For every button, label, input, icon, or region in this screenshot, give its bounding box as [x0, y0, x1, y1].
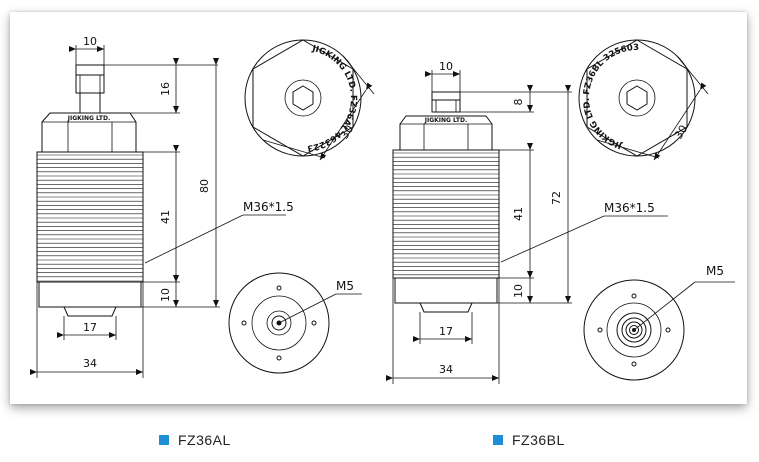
fz36bl-thread-lines	[393, 152, 499, 276]
fz36al-bottom-view: M5	[228, 272, 362, 374]
fz36al-dim-30: 30	[338, 123, 356, 142]
fz36al-side-view: JIGKING LTD.	[36, 64, 144, 317]
fz36bl-dim-10-lower: 10	[512, 284, 525, 298]
fz36bl-dim-41: 41	[512, 207, 525, 221]
legend-fz36al-label: FZ36AL	[178, 432, 231, 448]
fz36al-dim-16: 16	[159, 82, 172, 96]
fz36bl-bolt-label: M5	[706, 264, 724, 278]
fz36bl-dim-10-top: 10	[439, 60, 453, 73]
legend-square-icon	[493, 435, 503, 445]
fz36bl-bottom-view: M5	[583, 264, 735, 381]
fz36al-dim-10-lower: 10	[159, 288, 172, 302]
fz36al-bolt-label: M5	[336, 279, 354, 293]
fz36bl-thread-label: M36*1.5	[604, 201, 655, 215]
fz36al-dim-80: 80	[198, 179, 211, 193]
fz36bl-side-view: JIGKING LTD.	[392, 91, 500, 313]
legend-fz36bl-label: FZ36BL	[512, 432, 565, 448]
fz36bl-housing-text: JIGKING LTD.	[424, 117, 468, 124]
drawing-panel	[10, 12, 747, 404]
fz36bl-dim-17: 17	[439, 325, 453, 338]
fz36bl-face-ring-text: JIGKING LTD. FZ36BL 325603	[582, 43, 639, 151]
fz36al-thread-lines	[37, 154, 143, 282]
fz36al-dim-10-top: 10	[83, 35, 97, 48]
fz36al-dim-41: 41	[159, 210, 172, 224]
fz36al-top-view: JIGKING LTD. FZ36AL 463223 30	[244, 39, 375, 161]
fz36al-dim-34: 34	[83, 357, 97, 370]
fz36bl-dim-30: 30	[672, 123, 690, 142]
fz36al-thread-label: M36*1.5	[243, 200, 294, 214]
fz36bl-dim-72: 72	[550, 191, 563, 205]
legend-square-icon	[159, 435, 169, 445]
fz36al-dimensions: 10 16 80 41 10 17 34 M36*1.5	[30, 35, 294, 378]
fz36bl-top-view: JIGKING LTD. FZ36BL 325603 30	[578, 39, 709, 161]
fz36bl-dimensions: 10 8 72 41 10 17 34 M36*1.5	[386, 60, 668, 384]
fz36al-housing-text: JIGKING LTD.	[67, 115, 111, 122]
legend-fz36bl: FZ36BL	[493, 432, 565, 448]
fz36al-dim-17: 17	[83, 321, 97, 334]
fz36bl-dim-34: 34	[439, 363, 453, 376]
legend-fz36al: FZ36AL	[159, 432, 231, 448]
fz36bl-dim-8: 8	[512, 99, 525, 106]
